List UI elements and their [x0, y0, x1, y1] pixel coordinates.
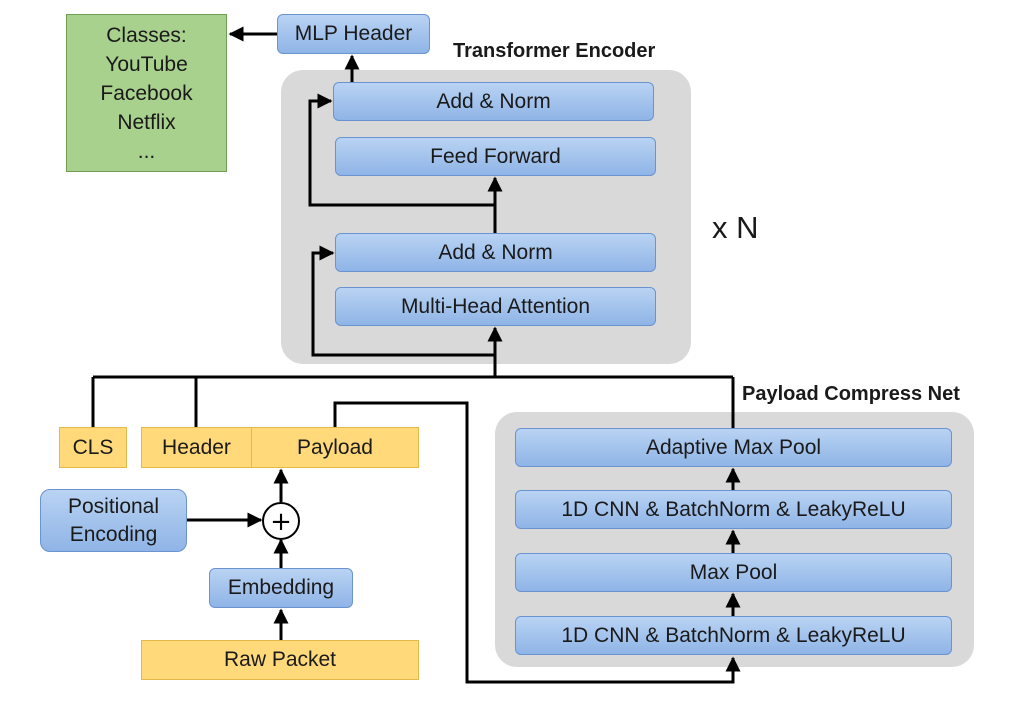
cnn-top-block: 1D CNN & BatchNorm & LeakyReLU — [515, 490, 952, 529]
cnn-bottom-block: 1D CNN & BatchNorm & LeakyReLU — [515, 616, 952, 655]
transformer-encoder-title: Transformer Encoder — [453, 40, 656, 62]
class-item: Netflix — [117, 110, 176, 134]
classes-heading: Classes: — [106, 23, 187, 47]
raw-packet-block: Raw Packet — [141, 640, 419, 680]
payload-compress-net-title: Payload Compress Net — [742, 383, 960, 405]
mlp-header-block: MLP Header — [277, 14, 430, 54]
adaptive-max-pool-block: Adaptive Max Pool — [515, 428, 952, 467]
residual-top — [308, 93, 497, 233]
embedding-block: Embedding — [209, 568, 353, 608]
plus-node-circle — [262, 502, 300, 540]
header-token: Header — [141, 427, 252, 468]
positional-encoding-block: Positional Encoding — [40, 489, 187, 552]
classes-box: Classes: YouTube Facebook Netflix ... — [66, 14, 227, 172]
plus-symbol: + — [270, 507, 292, 537]
payload-token: Payload — [251, 427, 419, 468]
feed-forward-block: Feed Forward — [335, 137, 656, 176]
class-item: YouTube — [105, 52, 188, 76]
cls-token: CLS — [59, 427, 127, 468]
repeat-label: x N — [712, 210, 759, 245]
add-norm-bottom-block: Add & Norm — [335, 233, 656, 272]
class-item: Facebook — [100, 81, 193, 105]
max-pool-block: Max Pool — [515, 553, 952, 592]
add-norm-top-block: Add & Norm — [333, 82, 654, 121]
class-item: ... — [137, 139, 156, 163]
payload-to-compress — [333, 401, 741, 684]
multi-head-attention-block: Multi-Head Attention — [335, 287, 656, 326]
residual-bottom — [311, 245, 495, 357]
